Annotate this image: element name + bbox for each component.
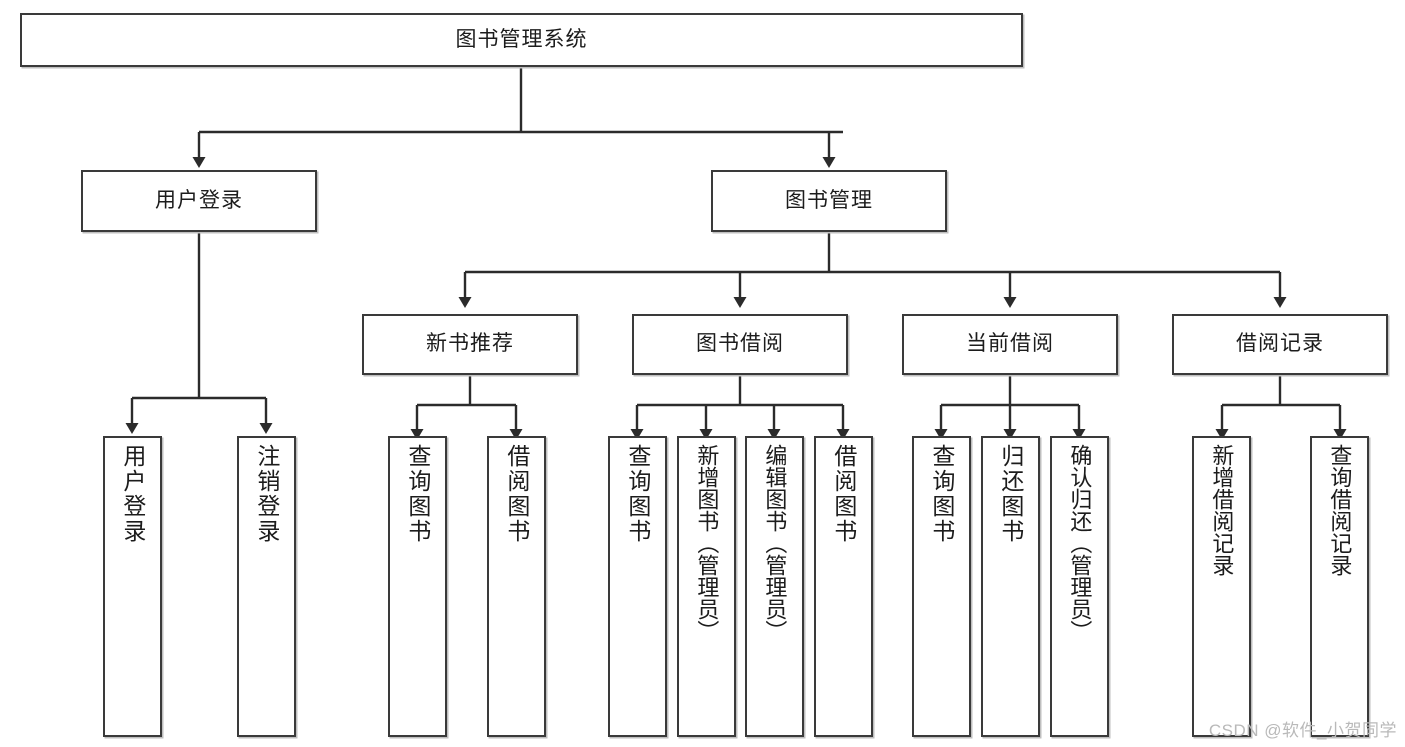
leaf-user-login[interactable]: 用户登录 <box>103 436 162 737</box>
node-label: 新增借阅记录 <box>1209 444 1235 576</box>
node-label: 图书借阅 <box>696 332 784 356</box>
node-label: 归还图书 <box>997 444 1024 544</box>
leaf-add-book-admin[interactable]: 新增图书（管理员） <box>677 436 736 737</box>
leaf-query-book-borrow[interactable]: 查询图书 <box>608 436 667 737</box>
leaf-logout[interactable]: 注销登录 <box>237 436 296 737</box>
node-label: 查询图书 <box>404 444 431 544</box>
node-label: 借阅记录 <box>1236 332 1324 356</box>
node-borrow-record[interactable]: 借阅记录 <box>1172 314 1388 375</box>
node-label: 图书管理系统 <box>455 27 588 51</box>
node-label: 借阅图书 <box>830 444 857 544</box>
node-label: 查询图书 <box>624 444 651 544</box>
leaf-borrow-book[interactable]: 借阅图书 <box>814 436 873 737</box>
node-user-login[interactable]: 用户登录 <box>81 170 317 232</box>
node-label: 确认归还（管理员） <box>1067 444 1093 642</box>
node-book-management[interactable]: 图书管理 <box>711 170 947 232</box>
leaf-confirm-return-admin[interactable]: 确认归还（管理员） <box>1050 436 1109 737</box>
node-current-borrow[interactable]: 当前借阅 <box>902 314 1118 375</box>
node-new-book-recommend[interactable]: 新书推荐 <box>362 314 578 375</box>
node-label: 图书管理 <box>785 188 873 212</box>
leaf-add-borrow-record[interactable]: 新增借阅记录 <box>1192 436 1251 737</box>
node-label: 用户登录 <box>119 444 146 544</box>
node-label: 查询图书 <box>928 444 955 544</box>
node-label: 用户登录 <box>155 188 243 212</box>
node-book-borrow[interactable]: 图书借阅 <box>632 314 848 375</box>
node-label: 借阅图书 <box>503 444 530 544</box>
node-label: 新增图书（管理员） <box>694 444 720 642</box>
node-label: 新书推荐 <box>426 332 514 356</box>
csdn-watermark: CSDN @软件_小贺同学 <box>1208 721 1397 740</box>
leaf-query-borrow-record[interactable]: 查询借阅记录 <box>1310 436 1369 737</box>
leaf-query-book-current[interactable]: 查询图书 <box>912 436 971 737</box>
node-root-system[interactable]: 图书管理系统 <box>20 13 1023 67</box>
leaf-borrow-book-recommend[interactable]: 借阅图书 <box>487 436 546 737</box>
leaf-return-book[interactable]: 归还图书 <box>981 436 1040 737</box>
node-label: 编辑图书（管理员） <box>762 444 788 642</box>
leaf-edit-book-admin[interactable]: 编辑图书（管理员） <box>745 436 804 737</box>
leaf-query-book-recommend[interactable]: 查询图书 <box>388 436 447 737</box>
node-label: 注销登录 <box>253 444 280 544</box>
node-label: 当前借阅 <box>966 332 1054 356</box>
node-label: 查询借阅记录 <box>1327 444 1353 576</box>
